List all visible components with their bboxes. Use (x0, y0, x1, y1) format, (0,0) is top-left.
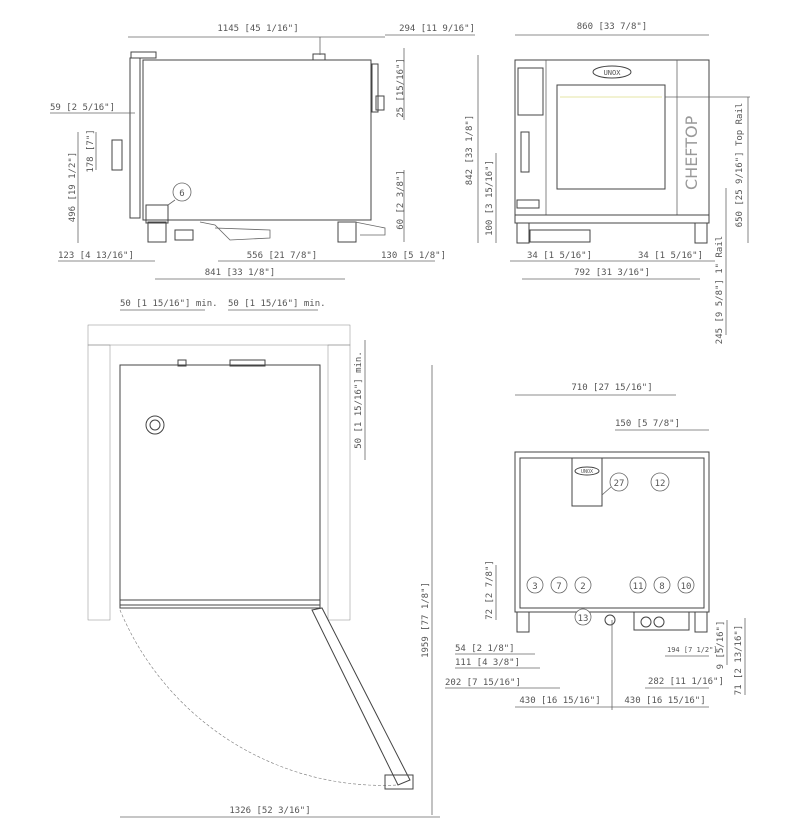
callout-6-label: 6 (179, 189, 184, 199)
rear-brand-logo-text: UNOX (581, 469, 593, 475)
dim-rear-202: 202 [7 15/16"] (445, 678, 521, 688)
dim-front-rail-1: 245 [9 5/8"] 1" Rail (715, 236, 725, 344)
dim-side-841: 841 [33 1/8"] (205, 268, 275, 278)
wall-left (87, 344, 111, 621)
dim-rear-430-right: 430 [16 15/16"] (624, 696, 705, 706)
dim-rear-710: 710 [27 15/16"] (571, 383, 652, 393)
dim-rear-72: 72 [2 7/8"] (485, 560, 495, 620)
dim-rear-194: 194 [7 1/2"] (667, 646, 718, 654)
brand-logo (592, 65, 632, 79)
control-display (517, 67, 544, 116)
callouts: 27 12 3 7 2 11 8 10 13 (526, 472, 695, 626)
callout-11: 11 (633, 582, 644, 592)
door-profile (129, 57, 141, 219)
callout-6 (172, 182, 192, 202)
dim-plan-clear-right: 50 [1 15/16"] min. (228, 299, 326, 309)
dim-rear-71: 71 [2 13/16"] (734, 625, 744, 695)
oven-body-plan (119, 364, 321, 606)
wall-right (327, 344, 351, 621)
dim-side-59: 59 [2 5/16"] (50, 103, 115, 113)
dim-side-178: 178 [7"] (86, 129, 96, 172)
dim-rear-282: 282 [11 1/16"] (648, 677, 724, 687)
callout-3: 3 (532, 582, 537, 592)
callout-7: 7 (556, 582, 561, 592)
open-door (311, 607, 411, 786)
dim-plan-1326: 1326 [52 3/16"] (229, 806, 310, 816)
dim-side-rear-offset: 294 [11 9/16"] (399, 24, 475, 34)
dim-side-556: 556 [21 7/8"] (247, 251, 317, 261)
callout-8: 8 (659, 582, 664, 592)
dim-front-height: 842 [33 1/8"] (465, 115, 475, 185)
dim-rear-111: 111 [4 3/8"] (455, 658, 520, 668)
callout-27: 27 (614, 479, 625, 489)
callout-12: 12 (655, 479, 666, 489)
dim-plan-clear-left: 50 [1 15/16"] min. (120, 299, 218, 309)
rear-brand-logo (574, 466, 600, 476)
oven-body-side (142, 59, 372, 221)
brand-logo-text: UNOX (604, 69, 622, 77)
dim-front-right-34: 34 [1 5/16"] (638, 251, 703, 261)
callout-2: 2 (580, 582, 585, 592)
oven-body-front (514, 59, 710, 216)
dim-plan-1959: 1959 [77 1/8"] (421, 582, 431, 658)
dim-side-130: 130 [5 1/8"] (381, 251, 446, 261)
dim-front-width: 860 [33 7/8"] (577, 22, 647, 32)
dim-plan-clear-rear: 50 [1 15/16"] min. (354, 351, 364, 449)
dim-side-top-gap: 25 [15/16"] (396, 58, 406, 118)
dim-side-bottom-gap: 60 [2 3/8"] (396, 170, 406, 230)
wall-rear (87, 324, 351, 346)
dim-rear-430-left: 430 [16 15/16"] (519, 696, 600, 706)
rear-view: 27 12 3 7 2 11 8 10 13 UNOX 710 [27 15/1… (445, 383, 746, 710)
dim-side-496: 496 [19 1/2"] (68, 152, 78, 222)
callout-13: 13 (578, 614, 589, 624)
callout-10: 10 (681, 582, 692, 592)
product-name: CHEFTOP (682, 115, 701, 190)
dim-rear-9: 9 [5/16"] (716, 621, 726, 670)
dim-front-left-34: 34 [1 5/16"] (527, 251, 592, 261)
plan-view: 50 [1 15/16"] min. 50 [1 15/16"] min. 50… (87, 299, 440, 818)
dim-side-width: 1145 [45 1/16"] (217, 24, 298, 34)
door-glass (556, 84, 666, 190)
oven-body-rear (514, 451, 710, 613)
front-view: UNOX CHEFTOP 860 [33 7/8"] 842 [33 1/8"]… (465, 22, 750, 344)
dim-side-123: 123 [4 13/16"] (58, 251, 134, 261)
dim-front-792: 792 [31 3/16"] (574, 268, 650, 278)
side-view: 6 1145 [45 1/16"] 294 [11 9/16"] 25 [15/… (50, 24, 475, 280)
dim-rear-150: 150 [5 7/8"] (615, 419, 680, 429)
dim-front-top-rail: 650 [25 9/16"] Top Rail (735, 103, 745, 228)
door-handle (520, 131, 530, 173)
dim-front-100: 100 [3 15/16"] (485, 160, 495, 236)
dim-rear-54: 54 [2 1/8"] (455, 644, 515, 654)
